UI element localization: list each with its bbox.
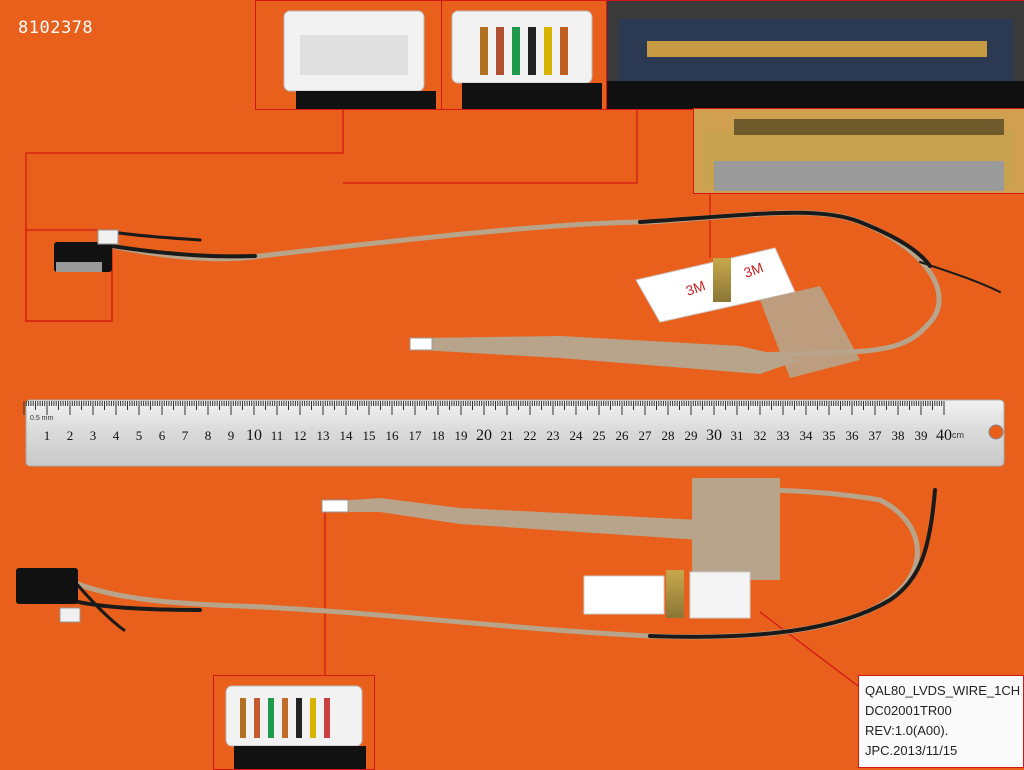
product-code: 8102378 bbox=[18, 18, 94, 38]
label-date: JPC.2013/11/15 bbox=[865, 743, 958, 758]
ruler-ticks bbox=[23, 401, 945, 415]
ruler-number: 21 bbox=[501, 428, 514, 443]
ruler-number: 28 bbox=[662, 428, 675, 443]
ruler-number: 11 bbox=[271, 428, 284, 443]
ruler-number: 40 bbox=[936, 427, 952, 444]
ruler-number: 19 bbox=[455, 428, 468, 443]
ruler-number: 20 bbox=[476, 427, 492, 444]
bottom-left-connector-small bbox=[59, 607, 81, 623]
ruler-number: 5 bbox=[136, 428, 143, 443]
ruler-number: 2 bbox=[67, 428, 74, 443]
ruler-number: 14 bbox=[340, 428, 354, 443]
ruler-number: 15 bbox=[363, 428, 376, 443]
ruler-number: 12 bbox=[294, 428, 307, 443]
top-left-connector-metal bbox=[56, 262, 102, 272]
ruler-number: 38 bbox=[892, 428, 905, 443]
label-revision: REV:1.0(A00). bbox=[865, 723, 949, 738]
ruler-number: 37 bbox=[869, 428, 883, 443]
ruler-number: 13 bbox=[317, 428, 330, 443]
ruler-number: 23 bbox=[547, 428, 560, 443]
ruler-number: 6 bbox=[159, 428, 166, 443]
ruler-number: 32 bbox=[754, 428, 767, 443]
tape-3m-label-2: 3M bbox=[742, 259, 766, 281]
ruler-number: 8 bbox=[205, 428, 212, 443]
tape-3m-label-1: 3M bbox=[684, 277, 708, 299]
ruler-number: 30 bbox=[706, 427, 722, 444]
inset-photo-connector-top-left bbox=[255, 0, 443, 110]
ruler-number: 26 bbox=[616, 428, 630, 443]
top-left-connector-small bbox=[97, 229, 119, 245]
ruler-number: 29 bbox=[685, 428, 698, 443]
ruler-number: 22 bbox=[524, 428, 537, 443]
callout-box-left-connector bbox=[25, 229, 113, 322]
ruler-body bbox=[25, 399, 1005, 467]
top-cable bbox=[109, 210, 1001, 358]
label-part-number: DC02001TR00 bbox=[865, 703, 952, 718]
bottom-lvds-ribbon bbox=[321, 478, 780, 619]
ruler-number: 16 bbox=[386, 428, 400, 443]
ruler-number: 18 bbox=[432, 428, 445, 443]
ruler-number: 9 bbox=[228, 428, 235, 443]
ruler-number: 7 bbox=[182, 428, 189, 443]
label-part-name: QAL80_LVDS_WIRE_1CH bbox=[865, 683, 1021, 698]
inset-photo-lvds-metal bbox=[693, 108, 1024, 194]
inset-photo-connector-top-mid bbox=[441, 0, 608, 110]
ruler-hole bbox=[988, 424, 1004, 440]
ruler-number: 1 bbox=[44, 428, 51, 443]
ruler-number: 25 bbox=[593, 428, 606, 443]
inset-photo-connector-bottom bbox=[213, 675, 375, 770]
ruler-number: 27 bbox=[639, 428, 653, 443]
ruler-number: 3 bbox=[90, 428, 97, 443]
top-lvds-ribbon: 3M 3M bbox=[409, 247, 860, 378]
bottom-left-connector-large bbox=[16, 568, 78, 604]
ruler-start-mark: 0.5 mm bbox=[30, 415, 54, 422]
ruler-number: 4 bbox=[113, 428, 120, 443]
ruler-number: 24 bbox=[570, 428, 584, 443]
inset-photo-lvds-connector bbox=[606, 0, 1024, 110]
ruler-number: 33 bbox=[777, 428, 790, 443]
ruler-number: 39 bbox=[915, 428, 928, 443]
ruler-number: 34 bbox=[800, 428, 814, 443]
ruler-number: 36 bbox=[846, 428, 860, 443]
ruler-number: 17 bbox=[409, 428, 423, 443]
ruler-number: 10 bbox=[246, 427, 262, 444]
ruler-number: 35 bbox=[823, 428, 836, 443]
ruler-unit: cm bbox=[952, 430, 964, 440]
part-label-card: QAL80_LVDS_WIRE_1CH DC02001TR00 REV:1.0(… bbox=[858, 675, 1024, 768]
ruler-number: 31 bbox=[731, 428, 744, 443]
